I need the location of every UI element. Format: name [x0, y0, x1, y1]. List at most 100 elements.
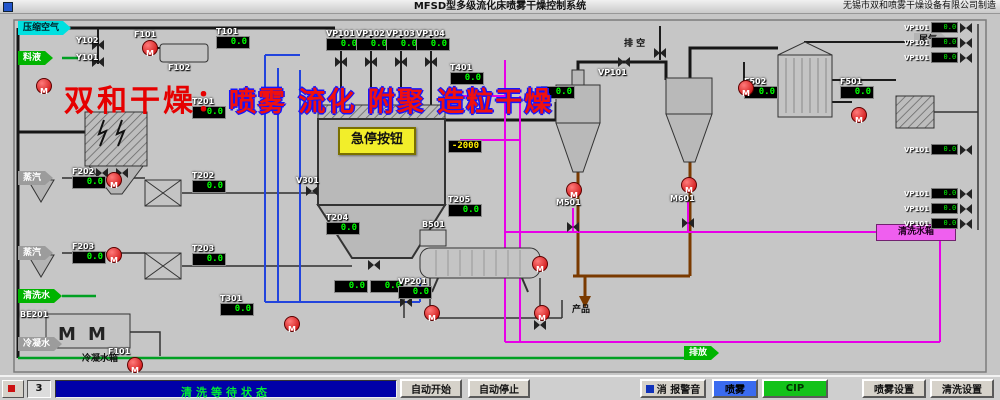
valve-tag: VP101	[904, 219, 930, 228]
pump-letter: M	[538, 314, 546, 323]
pipes-air	[16, 26, 778, 358]
display-tag: VP103	[386, 29, 415, 38]
value-display: T203 0.0	[192, 244, 226, 266]
pump-letter: M	[110, 181, 118, 190]
pump-icon[interactable]: M	[532, 256, 548, 274]
value-display: T201 0.0	[192, 97, 226, 119]
stream-text: 清洗水	[23, 291, 51, 301]
button-label: 喷雾	[725, 385, 745, 396]
equipment-label: V301	[296, 176, 319, 185]
control-button[interactable]: 消 报警音	[640, 379, 706, 398]
pump-icon[interactable]: M	[106, 247, 122, 265]
display-value: 0.0	[340, 223, 357, 233]
control-button[interactable]: 自动停止	[468, 379, 530, 398]
display-tag: F203	[72, 242, 95, 251]
pump-icon[interactable]: M	[738, 80, 754, 98]
display-tag: T204	[326, 213, 349, 222]
value-display: T202 0.0	[192, 171, 226, 193]
pump-letter: M	[742, 89, 750, 98]
valve-icon[interactable]	[395, 57, 407, 67]
valve-icon[interactable]	[654, 48, 666, 58]
display-tag: T203	[192, 244, 215, 253]
valve-icon[interactable]	[368, 260, 380, 270]
valve-icon[interactable]	[960, 22, 973, 33]
stream-text: 蒸汽	[23, 248, 42, 258]
valve-icon[interactable]	[306, 186, 318, 196]
valve-icon[interactable]	[960, 144, 973, 155]
pump-icon[interactable]: M	[681, 177, 697, 195]
stream-label: 料液	[18, 51, 53, 65]
display-tag: T401	[450, 63, 473, 72]
display-tag: T301	[220, 294, 243, 303]
valve-tag: VP101	[904, 145, 930, 154]
value-display: VP102 0.0	[356, 29, 390, 51]
pump-letter: M	[131, 366, 139, 375]
valve-icon[interactable]	[960, 218, 973, 229]
value-display: -2000	[448, 140, 482, 153]
steam-heater-1	[144, 179, 182, 207]
value-display: VP101 0.0	[326, 29, 360, 51]
valve-icon[interactable]	[365, 57, 377, 67]
display-tag: F501	[840, 77, 863, 86]
pump-icon[interactable]: M	[36, 78, 52, 96]
equipment-label: Y101	[76, 53, 99, 62]
pump-letter: M	[110, 256, 118, 265]
emergency-stop-button[interactable]: 急停按钮	[338, 127, 416, 155]
pump-icon[interactable]: M	[127, 357, 143, 375]
display-tag: T205	[448, 195, 471, 204]
button-label: 自动开始	[411, 385, 451, 396]
value-display: F202 0.0	[72, 167, 106, 189]
valve-display: 0.0	[931, 37, 959, 48]
valve-tag: VP101	[904, 53, 930, 62]
pump-icon[interactable]: M	[534, 305, 550, 323]
equipment-label: BE201	[20, 310, 49, 319]
valve-icon[interactable]	[425, 57, 437, 67]
display-tag: F202	[72, 167, 95, 176]
control-button[interactable]: CIP	[762, 379, 828, 398]
valve-icon[interactable]	[960, 52, 973, 63]
stream-text: 压缩空气	[23, 23, 60, 33]
button-label: 自动停止	[479, 385, 519, 396]
pump-letter: M	[536, 265, 544, 274]
display-value: 0.0	[206, 107, 223, 117]
value-display: F203 0.0	[72, 242, 106, 264]
valve-display: 0.0	[931, 203, 959, 214]
control-button[interactable]: 自动开始	[400, 379, 462, 398]
display-tag: VP102	[356, 29, 385, 38]
button-label: 消 报警音	[656, 385, 701, 396]
pump-icon[interactable]: M	[106, 172, 122, 190]
control-button[interactable]: 喷雾	[712, 379, 758, 398]
equipment-label: Y102	[76, 36, 99, 45]
valve-icon[interactable]	[960, 188, 973, 199]
button-label: 清洗设置	[942, 385, 982, 396]
value-display: T204 0.0	[326, 213, 360, 235]
pump-icon[interactable]: M	[142, 40, 158, 58]
status-bar: 清洗等待状态	[55, 380, 397, 399]
pump-icon[interactable]: M	[851, 107, 867, 125]
alarm-indicator-button[interactable]	[2, 380, 24, 398]
value-display: F501 0.0	[840, 77, 874, 99]
control-button[interactable]: 清洗设置	[930, 379, 994, 398]
cyclone-2	[665, 77, 713, 163]
valve-display: 0.0	[931, 188, 959, 199]
pump-icon[interactable]: M	[424, 305, 440, 323]
display-value: -2000	[451, 141, 479, 151]
valve-tag: VP101	[904, 204, 930, 213]
valve-icon[interactable]	[567, 222, 579, 232]
stream-text: 排放	[689, 348, 708, 358]
valve-tag: VP101	[904, 38, 930, 47]
pump-icon[interactable]: M	[284, 316, 300, 334]
valve-icon[interactable]	[335, 57, 347, 67]
valve-icon[interactable]	[960, 203, 973, 214]
valve-icon[interactable]	[682, 218, 694, 228]
svg-text:M: M	[58, 324, 76, 345]
valve-display: 0.0	[931, 52, 959, 63]
pump-icon[interactable]: M	[566, 182, 582, 200]
steam-heater-2	[144, 252, 182, 280]
valve-icon[interactable]	[618, 57, 630, 67]
equipment-label: M601	[670, 194, 695, 203]
valve-icon[interactable]	[960, 37, 973, 48]
control-button[interactable]: 喷雾设置	[862, 379, 926, 398]
page-title: MFSD型多级流化床喷雾干燥控制系统	[413, 1, 587, 12]
stream-label: 蒸汽	[18, 246, 53, 260]
